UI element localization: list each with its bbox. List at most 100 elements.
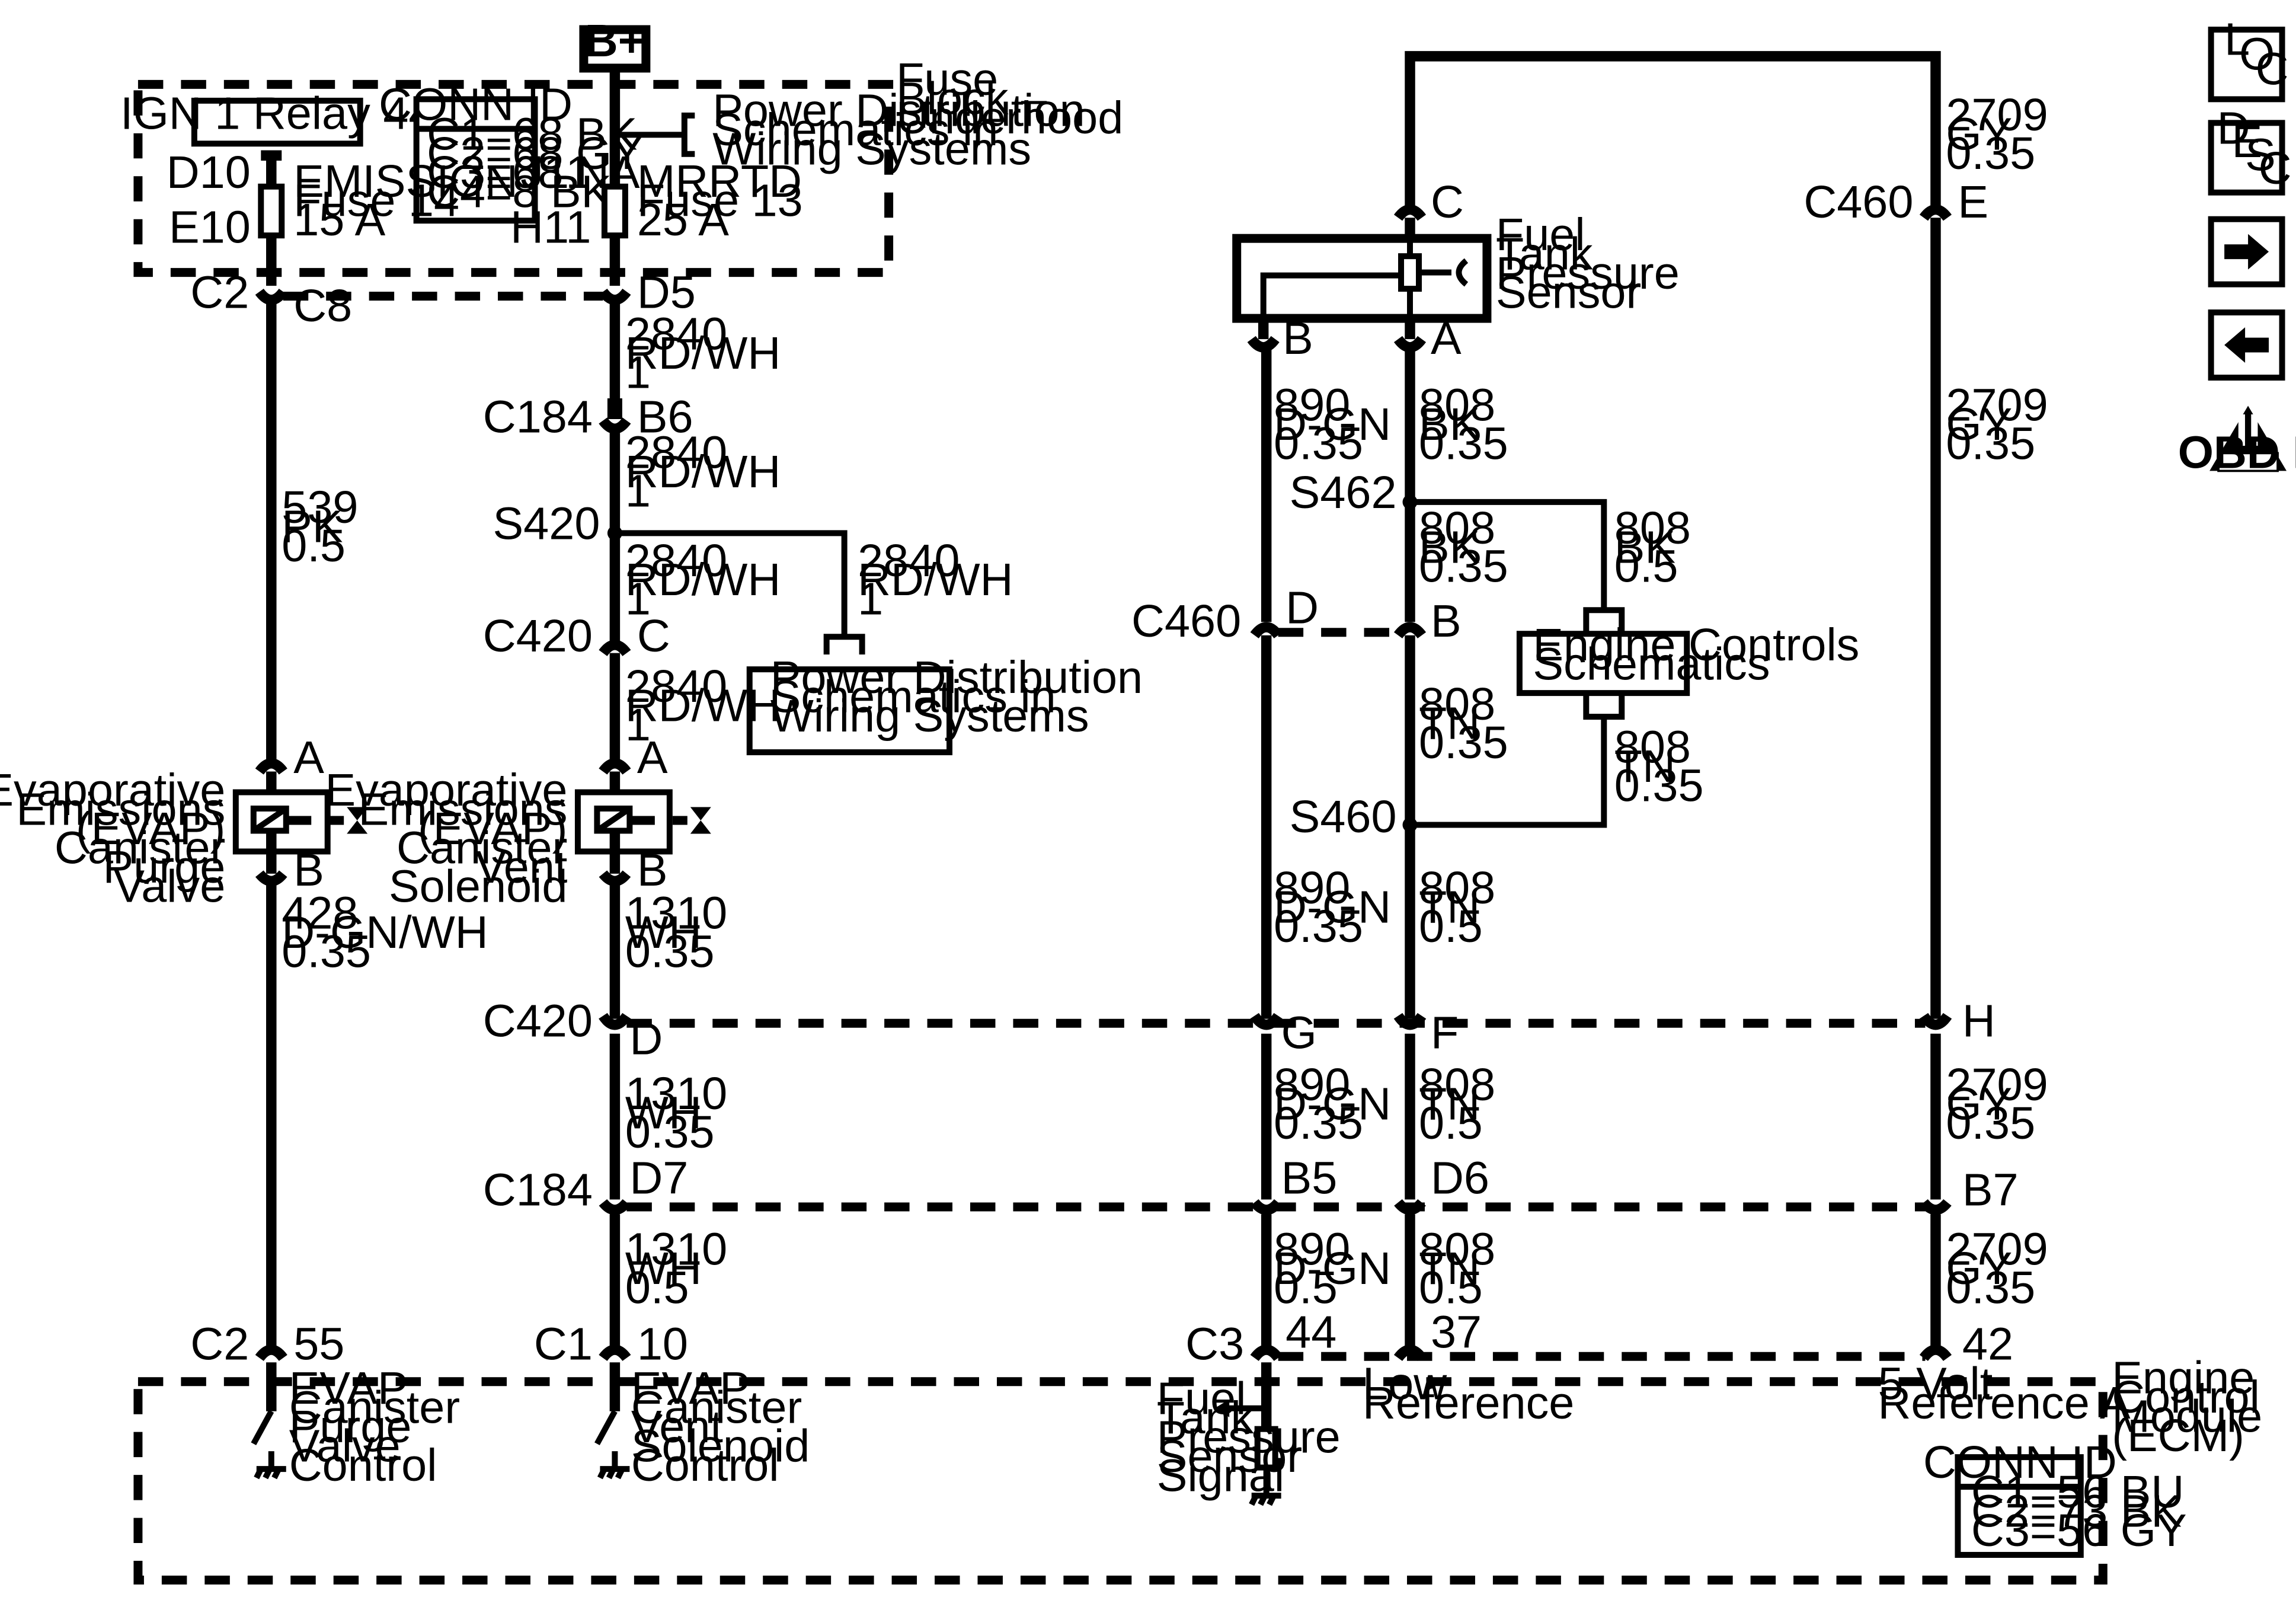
fuse-block-title: FuseBlock –Underhood: [896, 54, 1123, 143]
fuse-13-bottom-pin: H11: [510, 202, 591, 253]
ecm-conn-c1: C1: [534, 1318, 593, 1369]
loc-button[interactable]: L O C: [2208, 14, 2289, 103]
battery-terminal: [579, 25, 651, 73]
ecm-vent-control: EVAPCanisterVentSolenoidControl: [631, 1363, 810, 1491]
wire-808tn-d: 808TN0.5: [1419, 1224, 1495, 1313]
conn-c420-c: C: [637, 611, 670, 662]
conn-c420-top: C420: [483, 611, 593, 662]
wire-890-b: 890D-GN0.35: [1274, 862, 1391, 952]
fuse-13-top-pin: J11: [520, 147, 591, 198]
wire-808bk-b: 808BK0.35: [1419, 503, 1508, 592]
conn-c460-e: E: [1958, 177, 1988, 228]
obd-ii-icon: II OBD II: [2178, 405, 2296, 478]
wire-808bk-a: 808BK0.35: [1419, 379, 1508, 469]
ecm-low-reference: LowReference: [1363, 1359, 1574, 1429]
splice-s460-label: S460: [1290, 791, 1397, 842]
conn-c460-top: C460: [1803, 177, 1913, 228]
conn-c184-row: C184: [483, 1164, 593, 1215]
ecm-conn-c3: C3: [1185, 1318, 1244, 1369]
battery-label: B+: [585, 15, 645, 66]
wire-2709-d: 2709GY0.35: [1946, 1224, 2048, 1313]
fuse-14-label: EMISSIONFuse 1415 A: [293, 156, 518, 245]
wire-539: 539PK0.5: [282, 482, 358, 571]
purge-pin-b: B: [293, 845, 324, 896]
fuse-14-top-pin: D10: [167, 147, 251, 198]
vent-solenoid-label: EvaporativeEmissions(EVAP)CanisterVentSo…: [325, 765, 567, 912]
conn-c184-b5: B5: [1281, 1152, 1338, 1203]
vent-pin-a: A: [637, 732, 668, 783]
sensor-signal-arrow: [1214, 1399, 1230, 1417]
wire-890-d: 890D-GN0.5: [1274, 1224, 1391, 1313]
vent-solenoid-box: [574, 789, 673, 855]
vent-solenoid-symbol: [690, 807, 711, 834]
svg-text:OBD II: OBD II: [2178, 427, 2296, 478]
conn-c184-d7: D7: [629, 1152, 688, 1203]
conn-c420-g: G: [1281, 1008, 1317, 1059]
conn-c420-row: C420: [483, 996, 593, 1047]
ecm-pin-10: 10: [637, 1318, 688, 1369]
splice-s460: [1402, 817, 1418, 832]
ecm-sensor-signal: FuelTankPressureSensorSignal: [1157, 1373, 1341, 1502]
conn-id-fuse-block: [413, 96, 538, 224]
conn-c184-top: C184: [483, 391, 593, 442]
ecm-title: EngineControlModule(ECM): [2112, 1353, 2262, 1461]
ref-engine-controls: Engine ControlsSchematics: [1533, 619, 1859, 689]
fuse-13: [601, 183, 628, 239]
wire-2840-c: 2840RD/WH1: [625, 535, 781, 625]
ecm-outline: [133, 1377, 2108, 1585]
sensor-label: FuelTankPressureSensor: [1496, 209, 1680, 318]
wire-808tn-branch: 808TN0.35: [1614, 722, 1704, 812]
wire-2709-b: 2709GY0.35: [1946, 379, 2048, 469]
wire-808tn-c: 808TN0.5: [1419, 1059, 1495, 1149]
ecm-pin-55: 55: [293, 1318, 344, 1369]
ecm-5v-reference: 5 VoltReference A: [1878, 1359, 2131, 1429]
svg-text:C: C: [2256, 43, 2289, 94]
conn-c184-d6: D6: [1431, 1152, 1489, 1203]
vent-pin-b: B: [637, 845, 668, 896]
fuse-block-outline: [133, 79, 894, 277]
wire-2840-b: 2840RD/WH1: [625, 427, 781, 516]
relay-label: IGN 1 Relay 44: [120, 88, 434, 139]
wire-2840-a: 2840RD/WH1: [625, 309, 781, 398]
wire-2709-a: 2709GY0.35: [1946, 90, 2048, 179]
ref-engine-controls-box: [1516, 631, 1690, 697]
conn-c460-b: B: [1431, 596, 1462, 647]
svg-text:C: C: [2259, 143, 2292, 194]
conn-b6: B6: [637, 391, 693, 442]
svg-text:II: II: [2236, 405, 2261, 456]
purge-pin-a: A: [293, 732, 324, 783]
ecm-pin-44: 44: [1285, 1306, 1336, 1357]
svg-text:E: E: [2232, 116, 2263, 167]
splice-s420-label: S420: [493, 498, 600, 549]
conn-d5: D5: [637, 267, 696, 318]
wire-890-c: 890D-GN0.35: [1274, 1059, 1391, 1149]
sensor-pin-a: A: [1431, 313, 1462, 364]
arrow-right-icon: [2224, 234, 2269, 270]
ecm-purge-control: EVAPCanisterPurgeValveControl: [289, 1363, 460, 1491]
conn-c420-h: H: [1962, 996, 1996, 1047]
conn-c420-d: D: [629, 1014, 663, 1065]
conn-c2: C2: [190, 267, 249, 318]
desc-button[interactable]: D E S C: [2208, 103, 2292, 196]
conn-c460-d: D: [1285, 583, 1319, 634]
wire-808bk-branch: 808BK0.5: [1614, 503, 1691, 592]
conn-id-ecm-title: CONN ID: [1923, 1437, 2117, 1488]
conn-id-ecm-lines: C1=56 BUC2=73 BKC3=56 GY: [1971, 1467, 2187, 1556]
ecm-pin-37: 37: [1431, 1306, 1482, 1357]
wire-808tn-a: 808TN0.35: [1419, 679, 1508, 768]
svg-text:S: S: [2245, 129, 2276, 180]
purge-valve-box: [232, 789, 331, 855]
next-button[interactable]: [2208, 216, 2285, 288]
ecm-pullup-resistor: [1254, 1426, 1278, 1471]
wire-890-a: 890D-GN0.35: [1274, 379, 1391, 469]
ref-power-top: Power DistributionSchematics inWiring Sy…: [712, 85, 1085, 174]
wire-428: 428D-GN/WH0.35: [282, 887, 488, 977]
arrow-left-icon: [2224, 327, 2269, 363]
purge-valve-label: EvaporativeEmissions(EVAP)CanisterPurgeV…: [0, 765, 225, 912]
prev-button[interactable]: [2208, 309, 2285, 381]
fuse-13-label: MRRTDFuse 1325 A: [637, 156, 803, 245]
wire-1310-c: 1310WH0.5: [625, 1224, 727, 1313]
conn-id-lines: C1=68 BKC2=68 GYC3=68 NAC4=8 BK: [427, 108, 642, 217]
conn-id-title: CONN ID: [379, 79, 573, 130]
